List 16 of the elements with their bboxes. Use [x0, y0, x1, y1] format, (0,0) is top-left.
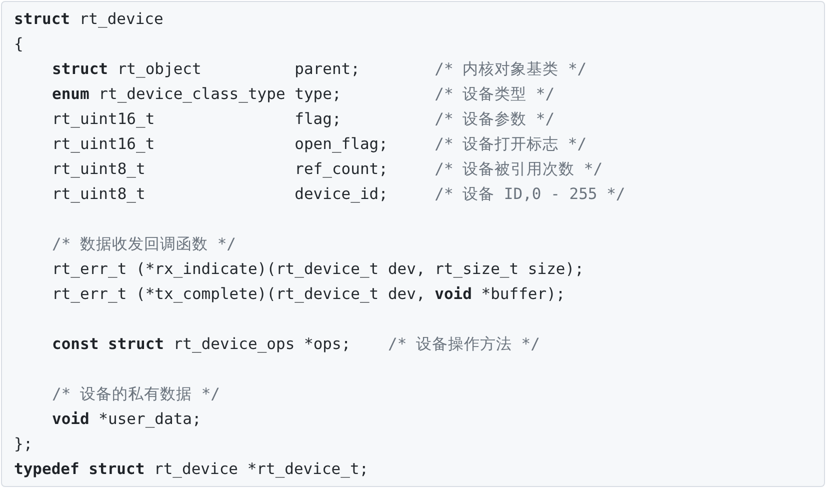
code-line: rt_uint8_t ref_count; /* 设备被引用次数 */ — [52, 159, 603, 179]
code-line: rt_err_t (*rx_indicate)(rt_device_t dev, rt_size_t size); — [52, 259, 584, 279]
code-line: rt_uint16_t flag; /* 设备参数 */ — [52, 109, 555, 129]
code-line: struct rt_object parent; /* 内核对象基类 */ — [52, 59, 587, 79]
code-line: { — [14, 34, 24, 54]
code-line: rt_uint8_t device_id; /* 设备 ID,0 - 255 */ — [52, 184, 626, 204]
code-line: /* 设备的私有数据 */ — [52, 384, 220, 404]
code-line: rt_err_t (*tx_complete)(rt_device_t dev, void *buffer); — [52, 284, 566, 304]
code-line: const struct rt_device_ops *ops; /* 设备操作方法 */ — [52, 334, 540, 354]
code-line: }; — [14, 434, 33, 454]
code-line: rt_uint16_t open_flag; /* 设备打开标志 */ — [52, 134, 587, 154]
code-line: /* 数据收发回调函数 */ — [52, 234, 236, 254]
code-line: typedef struct rt_device *rt_device_t; — [14, 459, 369, 479]
code-line: enum rt_device_class_type type; /* 设备类型 */ — [52, 84, 555, 104]
code-line: struct rt_device — [14, 9, 164, 29]
code-line: void *user_data; — [52, 409, 202, 429]
